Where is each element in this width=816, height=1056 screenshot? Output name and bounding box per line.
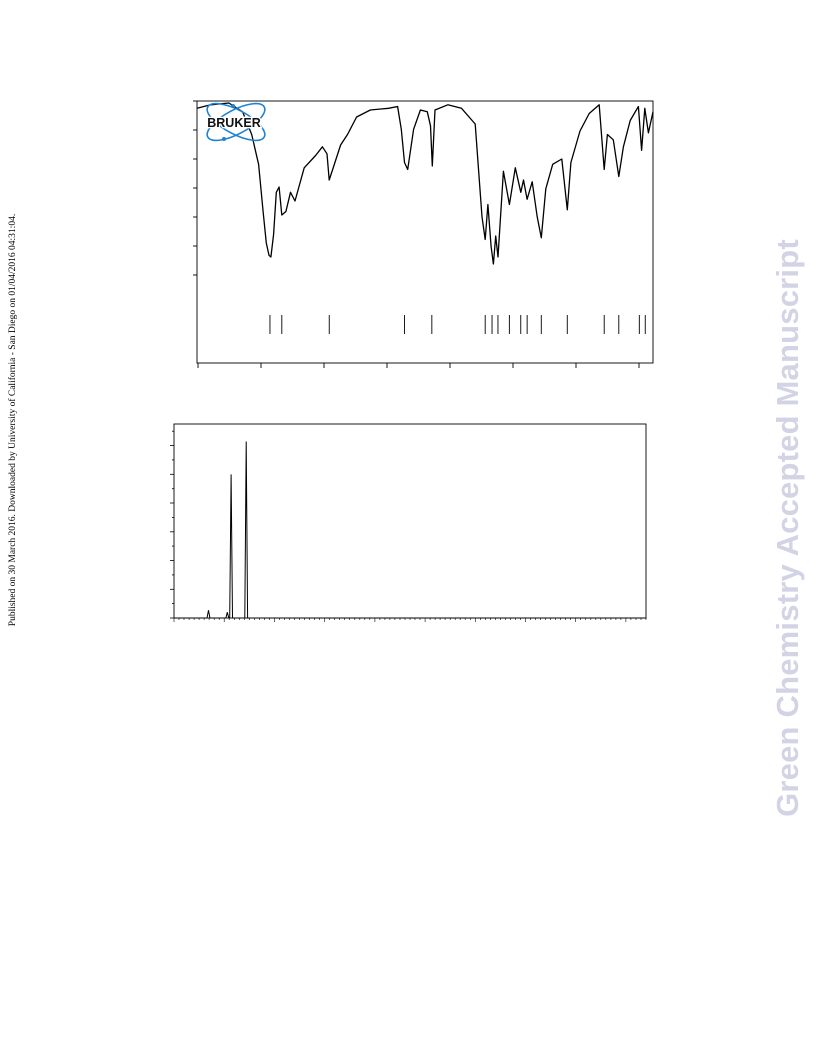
- ir-spectrum-chart: BRUKER: [193, 100, 654, 368]
- ir-y-ticks: [193, 100, 197, 276]
- ir-x-ticks: [197, 363, 640, 368]
- mass-spectrum-chart: [170, 423, 647, 622]
- ir-peak-markers: [269, 315, 646, 334]
- bruker-logo-text: BRUKER: [207, 116, 260, 130]
- ms-spectrum-line: [174, 441, 646, 619]
- bruker-logo: BRUKER: [206, 102, 266, 142]
- bruker-logo-dot-bottom: [222, 137, 226, 141]
- ir-spectrum-line: [196, 102, 654, 265]
- bruker-logo-orbit-b: [206, 102, 266, 142]
- ms-y-ticks: [170, 430, 174, 619]
- ms-x-ticks: [173, 618, 647, 622]
- ir-plot-frame: [196, 100, 654, 364]
- bruker-logo-dot-top: [231, 104, 235, 108]
- bruker-logo-orbit-a: [206, 102, 266, 142]
